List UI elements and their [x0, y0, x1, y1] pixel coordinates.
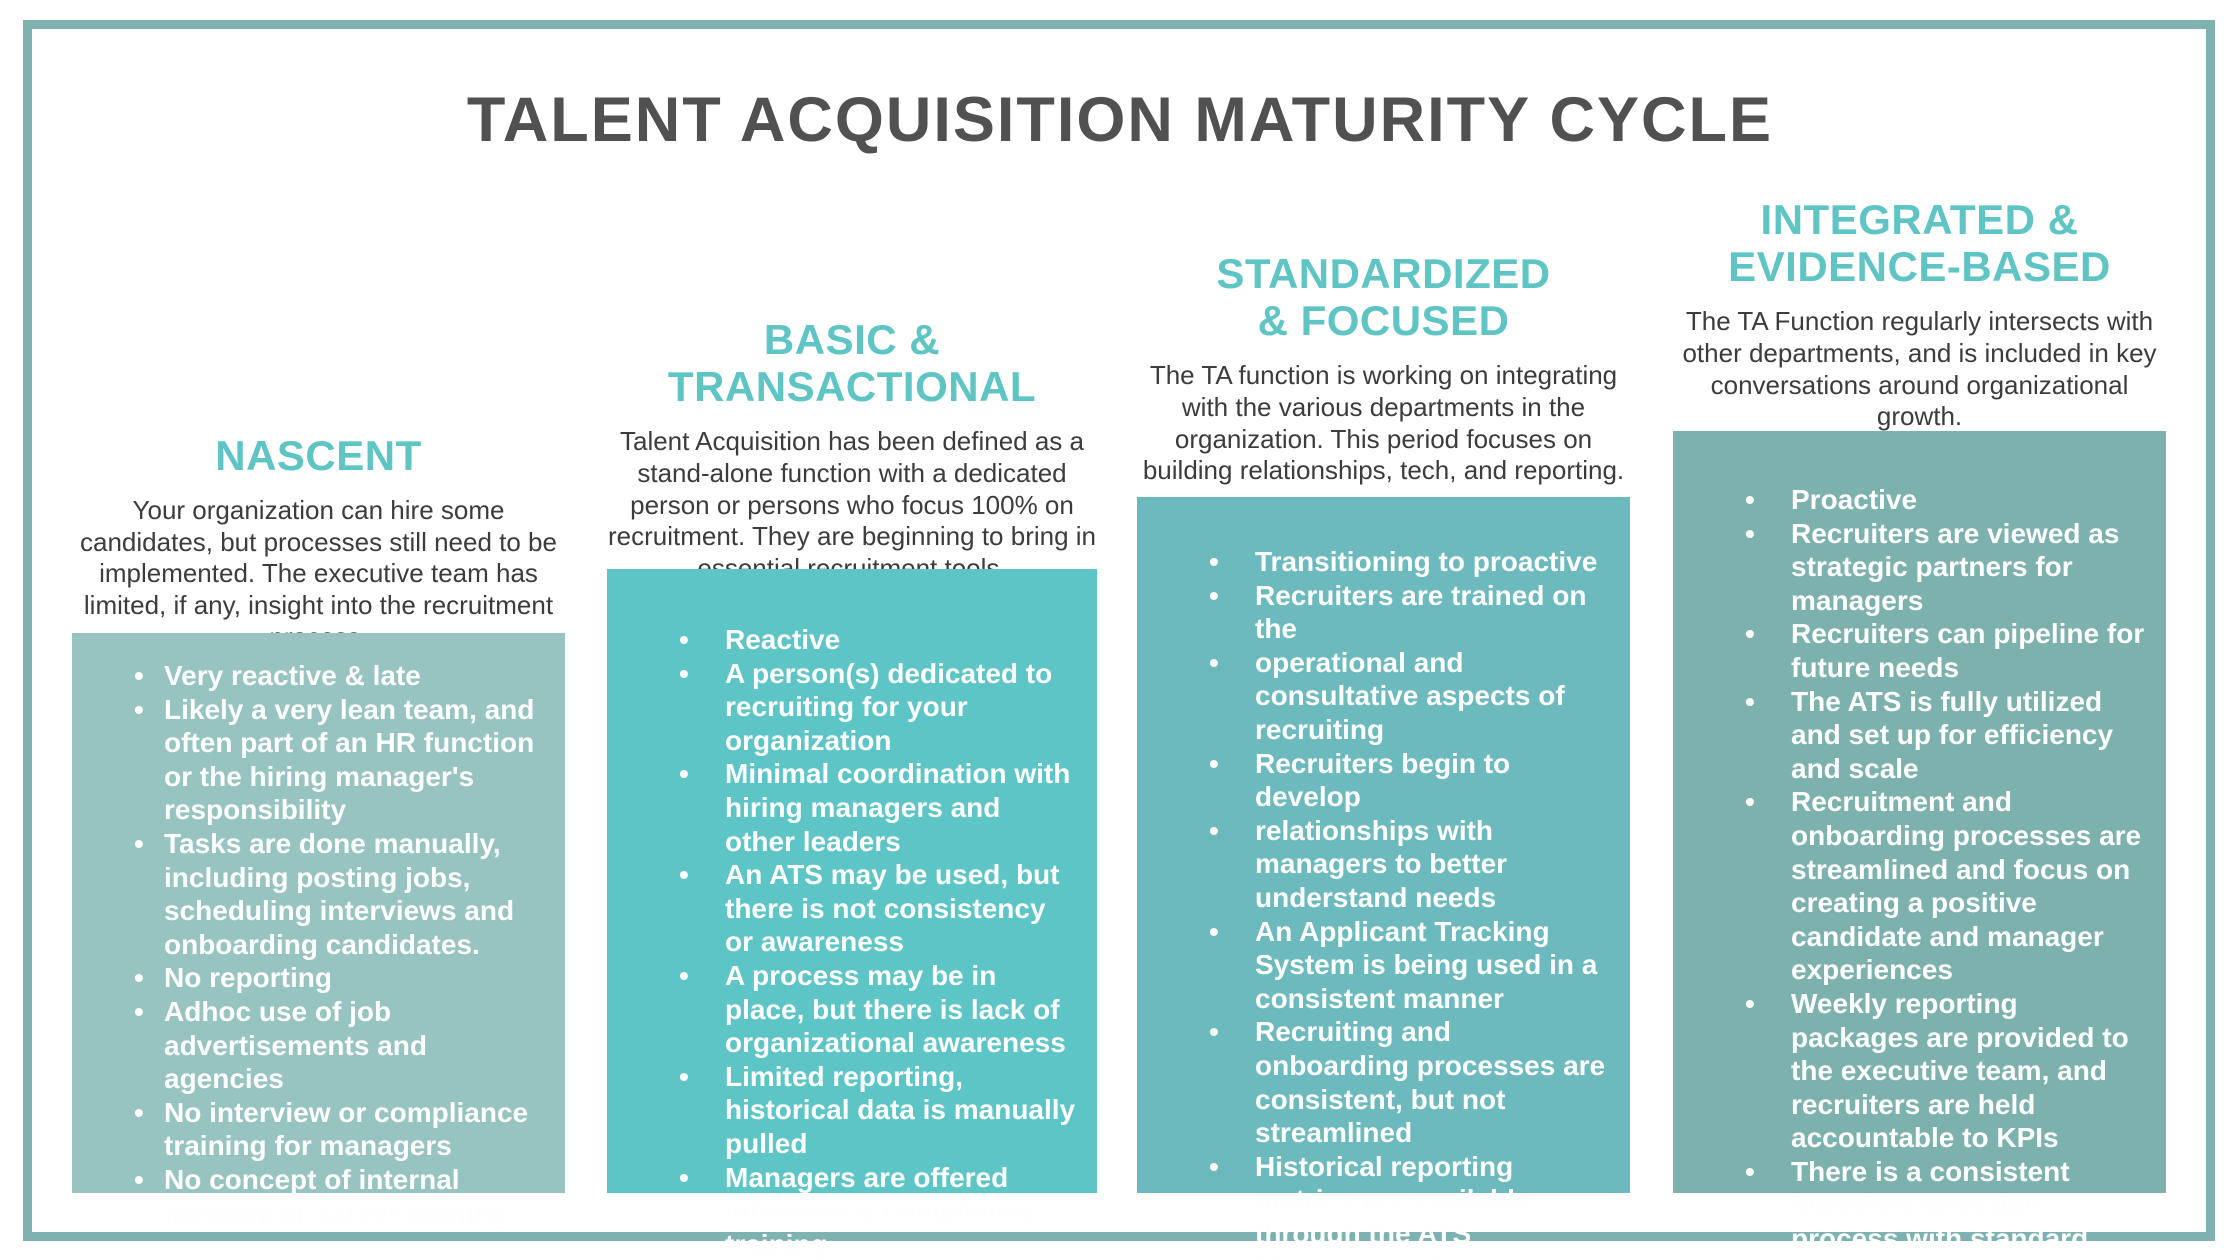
stage-header-integrated-evidence-based: INTEGRATED & EVIDENCE-BASED The TA Funct…: [1673, 196, 2166, 433]
bullet-item: A person(s) dedicated to recruiting for …: [679, 657, 1077, 758]
stage-box-basic-transactional: ReactiveA person(s) dedicated to recruit…: [607, 569, 1097, 1260]
stage-description-nascent: Your organization can hire some candidat…: [80, 495, 557, 652]
stage-title-integrated-evidence-based: INTEGRATED & EVIDENCE-BASED: [1728, 196, 2111, 291]
bullet-item: Recruiters are trained on the: [1209, 579, 1610, 646]
bullet-item: No reporting: [134, 961, 541, 995]
stage-description-basic-transactional: Talent Acquisition has been defined as a…: [607, 426, 1097, 583]
stage-box-standardized-focused: Transitioning to proactiveRecruiters are…: [1137, 497, 1630, 1260]
bullet-item: Recruitment and onboarding processes are…: [1745, 785, 2146, 987]
stage-title-basic-transactional: BASIC & TRANSACTIONAL: [667, 316, 1037, 411]
stage-bullet-list-basic-transactional: ReactiveA person(s) dedicated to recruit…: [607, 569, 1097, 1260]
bullet-item: No interview or compliance training for …: [134, 1096, 541, 1163]
stage-description-integrated-evidence-based: The TA Function regularly intersects wit…: [1682, 306, 2157, 432]
stage-bullet-list-standardized-focused: Transitioning to proactiveRecruiters are…: [1137, 497, 1630, 1260]
stage-header-standardized-focused: STANDARDIZED & FOCUSED The TA function i…: [1137, 250, 1630, 487]
stage-header-nascent: NASCENT Your organization can hire some …: [72, 432, 565, 654]
bullet-item: Managers and recruiters have clear under…: [1209, 1250, 1610, 1260]
bullet-item: Managers are offered interview & complia…: [679, 1161, 1077, 1260]
bullet-item: Recruiters begin to develop: [1209, 747, 1610, 814]
stage-bullet-list-integrated-evidence-based: ProactiveRecruiters are viewed as strate…: [1673, 431, 2166, 1260]
bullet-item: Transitioning to proactive: [1209, 545, 1610, 579]
page-title: TALENT ACQUISITION MATURITY CYCLE: [466, 85, 1774, 155]
stage-box-nascent: Very reactive & lateLikely a very lean t…: [72, 633, 565, 1229]
bullet-item: Historical reporting metrics are availab…: [1209, 1150, 1610, 1251]
bullet-item: operational and consultative aspects of …: [1209, 646, 1610, 747]
bullet-item: Likely a very lean team, and often part …: [134, 693, 541, 827]
bullet-item: The ATS is fully utilized and set up for…: [1745, 685, 2146, 786]
bullet-item: No concept of internal mobility or caree…: [134, 1163, 541, 1230]
bullet-item: A process may be in place, but there is …: [679, 959, 1077, 1060]
stage-title-nascent: NASCENT: [215, 432, 422, 479]
bullet-item: Recruiters are viewed as strategic partn…: [1745, 517, 2146, 618]
bullet-item: Very reactive & late: [134, 659, 541, 693]
bullet-item: Recruiting and onboarding processes are …: [1209, 1015, 1610, 1149]
stage-description-standardized-focused: The TA function is working on integratin…: [1142, 360, 1625, 486]
stage-header-basic-transactional: BASIC & TRANSACTIONAL Talent Acquisition…: [607, 316, 1097, 585]
bullet-item: Proactive: [1745, 483, 2146, 517]
bullet-item: Limited reporting, historical data is ma…: [679, 1060, 1077, 1161]
bullet-item: Weekly reporting packages are provided t…: [1745, 987, 2146, 1155]
bullet-item: relationships with managers to better un…: [1209, 814, 1610, 915]
bullet-item: Adhoc use of job advertisements and agen…: [134, 995, 541, 1096]
bullet-item: There is a consistent interview selectio…: [1745, 1155, 2146, 1260]
bullet-item: Minimal coordination with hiring manager…: [679, 757, 1077, 858]
bullet-item: Tasks are done manually, including posti…: [134, 827, 541, 961]
bullet-item: An Applicant Tracking System is being us…: [1209, 915, 1610, 1016]
bullet-item: Reactive: [679, 623, 1077, 657]
stage-title-standardized-focused: STANDARDIZED & FOCUSED: [1216, 250, 1551, 345]
stage-bullet-list-nascent: Very reactive & lateLikely a very lean t…: [72, 633, 565, 1250]
bullet-item: An ATS may be used, but there is not con…: [679, 858, 1077, 959]
stage-box-integrated-evidence-based: ProactiveRecruiters are viewed as strate…: [1673, 431, 2166, 1260]
bullet-item: Recruiters can pipeline for future needs: [1745, 617, 2146, 684]
